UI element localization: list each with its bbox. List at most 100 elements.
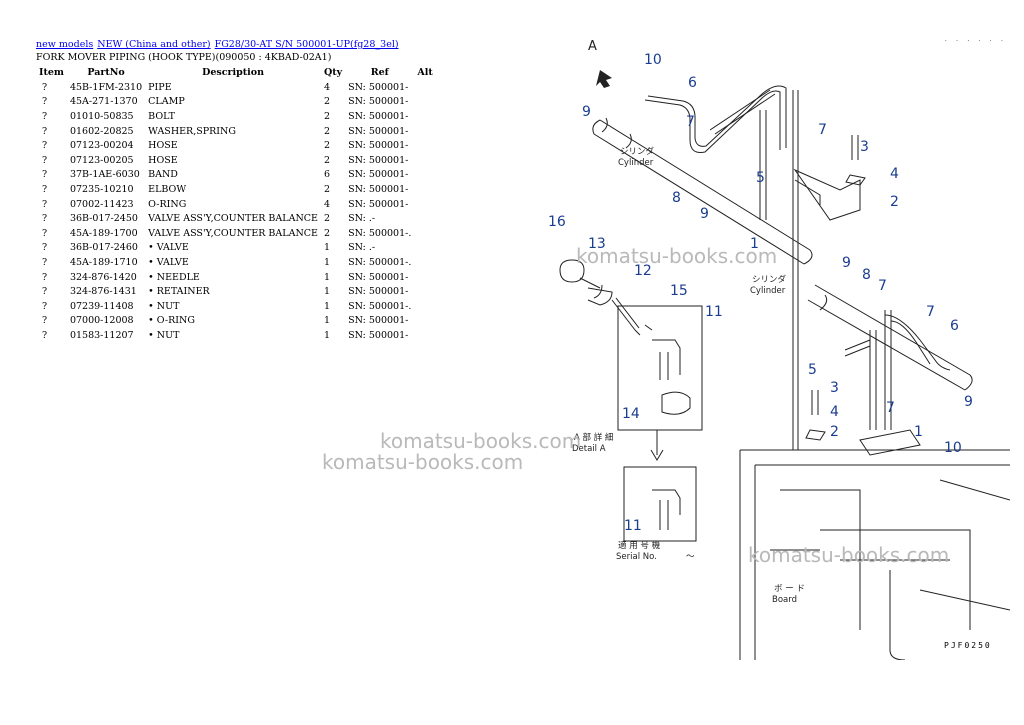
qty-cell: 4 xyxy=(323,198,331,210)
callout-7-top-right: 7 xyxy=(818,122,827,138)
item-cell: ? xyxy=(42,315,48,327)
callout-10-lower: 10 xyxy=(944,440,962,456)
alt-cell xyxy=(414,124,440,139)
callout-11-serial: 11 xyxy=(624,518,642,534)
partno-cell: 36B-017-2460 xyxy=(69,242,138,254)
callout-7-lower-right: 7 xyxy=(926,304,935,320)
callout-2-top: 2 xyxy=(890,194,899,210)
callout-7-lower-bottom: 7 xyxy=(886,400,895,416)
qty-cell: 1 xyxy=(323,329,331,341)
description-cell: • RETAINER xyxy=(148,286,210,298)
page-title: FORK MOVER PIPING (HOOK TYPE)(090050 : 4… xyxy=(36,52,332,63)
qty-cell: 1 xyxy=(323,300,331,312)
item-cell: ? xyxy=(42,198,48,210)
header-description: Description xyxy=(202,67,265,78)
qty-cell: 1 xyxy=(323,271,331,283)
qty-cell: 1 xyxy=(323,315,331,327)
item-cell: ? xyxy=(42,213,48,225)
item-cell: ? xyxy=(42,242,48,254)
ref-cell: SN: 500001- xyxy=(348,96,409,108)
item-cell: ? xyxy=(42,329,48,341)
description-cell: BOLT xyxy=(148,110,175,122)
partno-cell: 07123-00205 xyxy=(69,154,134,166)
callout-9-mid: 9 xyxy=(700,206,709,222)
description-cell: WASHER,SPRING xyxy=(148,125,236,137)
callouts: 10 6 9 7 7 3 4 2 8 5 9 1 16 13 12 15 11 … xyxy=(548,52,973,534)
partno-cell: 37B-1AE-6030 xyxy=(69,169,140,181)
corner-mark: . . . . . . xyxy=(944,36,1006,43)
item-cell: ? xyxy=(42,81,48,93)
ref-cell: SN: 500001- xyxy=(348,154,409,166)
alt-cell xyxy=(414,241,440,256)
parts-diagram: A 10 6 9 7 7 3 4 2 8 5 9 1 16 13 12 15 1… xyxy=(548,39,1010,660)
callout-3-lower: 3 xyxy=(830,380,839,396)
item-cell: ? xyxy=(42,140,48,152)
qty-cell: 2 xyxy=(323,183,331,195)
callout-8-top: 8 xyxy=(672,190,681,206)
qty-cell: 2 xyxy=(323,125,331,137)
breadcrumb-link-region[interactable]: NEW (China and other) xyxy=(97,39,211,50)
description-cell: O-RING xyxy=(148,198,187,210)
serial-detail-box xyxy=(623,466,697,542)
figure-code: PJF0250 xyxy=(944,641,992,650)
qty-cell: 2 xyxy=(323,154,331,166)
serial-range: ～ xyxy=(686,552,695,562)
item-cell: ? xyxy=(42,286,48,298)
cylinder-label-upper-jp: シリンダ xyxy=(620,146,655,157)
qty-cell: 2 xyxy=(323,227,331,239)
header-qty: Qty xyxy=(323,67,343,78)
description-cell: • VALVE xyxy=(148,242,189,254)
description-cell: ELBOW xyxy=(148,183,187,195)
header-ref: Ref xyxy=(370,67,389,78)
detail-a-label-en: Detail A xyxy=(572,444,606,454)
ref-cell: SN: 500001- xyxy=(348,169,409,181)
cylinder-label-lower-jp: シリンダ xyxy=(752,274,787,285)
partno-cell: 45B-1FM-2310 xyxy=(69,81,143,93)
board-frame xyxy=(739,449,1010,660)
description-cell: HOSE xyxy=(148,140,178,152)
partno-cell: 01010-50835 xyxy=(69,110,134,122)
callout-4-top: 4 xyxy=(890,166,899,182)
callout-5-top: 5 xyxy=(756,170,765,186)
alt-cell xyxy=(414,328,440,343)
board-label-en: Board xyxy=(772,595,797,605)
item-cell: ? xyxy=(42,154,48,166)
breadcrumb-link-new-models[interactable]: new models xyxy=(36,39,94,50)
alt-cell xyxy=(414,226,440,241)
description-cell: CLAMP xyxy=(148,96,185,108)
qty-cell: 2 xyxy=(323,110,331,122)
alt-cell xyxy=(414,153,440,168)
partno-cell: 324-876-1431 xyxy=(69,286,137,298)
ref-cell: SN: 500001- xyxy=(348,81,409,93)
item-cell: ? xyxy=(42,256,48,268)
alt-cell xyxy=(414,182,440,197)
qty-cell: 1 xyxy=(323,286,331,298)
alt-cell xyxy=(414,80,440,95)
qty-cell: 2 xyxy=(323,140,331,152)
view-a-label: A xyxy=(588,39,597,54)
watermark: komatsu-books.com xyxy=(380,429,582,453)
alt-cell xyxy=(414,270,440,285)
watermark: komatsu-books.com xyxy=(322,450,524,474)
callout-16: 16 xyxy=(548,214,566,230)
qty-cell: 6 xyxy=(323,169,331,181)
lower-cylinder xyxy=(807,284,973,391)
ref-cell: SN: 500001-. xyxy=(348,256,412,268)
partno-cell: 01602-20825 xyxy=(69,125,134,137)
header-alt: Alt xyxy=(417,67,433,78)
item-cell: ? xyxy=(42,110,48,122)
description-cell: • VALVE xyxy=(148,256,189,268)
breadcrumb-link-model[interactable]: FG28/30-AT S/N 500001-UP(fg28_3el) xyxy=(214,39,399,50)
description-cell: • NUT xyxy=(148,329,180,341)
